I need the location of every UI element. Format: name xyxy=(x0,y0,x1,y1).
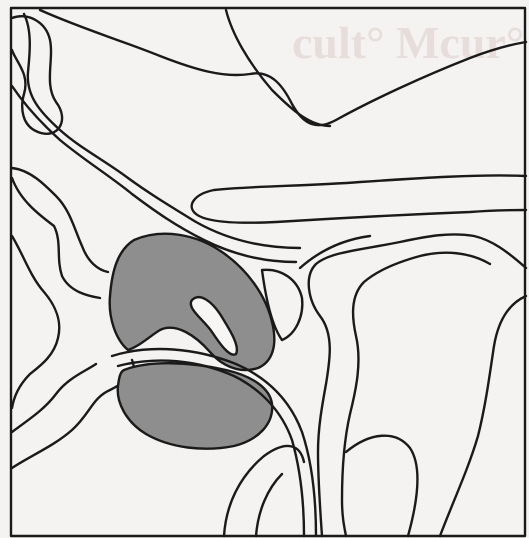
symphysis-curve xyxy=(300,236,370,268)
upper-band-inner xyxy=(24,14,300,248)
left-lower-tissue xyxy=(12,360,134,468)
right-tongue xyxy=(192,175,526,222)
bulb-outline xyxy=(224,446,304,536)
figure-frame xyxy=(11,8,525,536)
corpus-right-edge xyxy=(440,296,526,536)
left-lower-tissue-2 xyxy=(12,364,96,432)
left-tissue-inner xyxy=(12,236,59,408)
prostate-lower-lobe xyxy=(118,363,272,448)
corpus-lower-edge xyxy=(346,436,417,536)
bulb-inner xyxy=(256,474,282,536)
bleed-through-text: cult° Mcur° B xyxy=(292,17,529,68)
